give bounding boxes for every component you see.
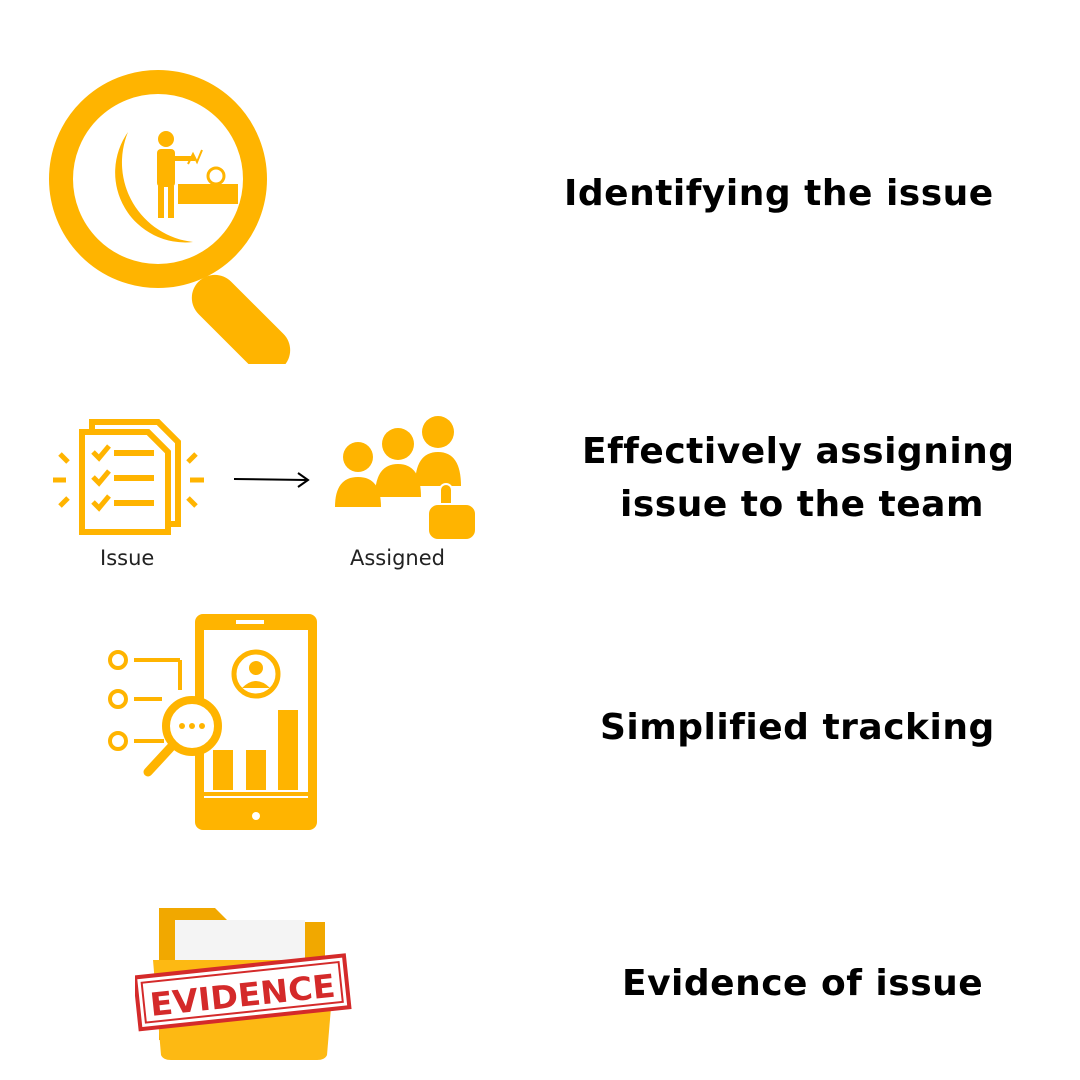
feature-title-evidence: Evidence of issue — [622, 963, 984, 1004]
arrow-right-icon — [232, 470, 312, 490]
evidence-folder-icon: EVIDENCE — [135, 900, 355, 1065]
magnifier-worker-icon — [48, 64, 348, 364]
feature-title-tracking: Simplified tracking — [600, 707, 995, 748]
issue-caption: Issue — [100, 546, 155, 570]
team-assign-icon — [330, 412, 480, 542]
feature-title-identifying: Identifying the issue — [564, 173, 994, 214]
feature-title-assigning-line1: Effectively assigning — [582, 431, 1015, 472]
issue-document-icon — [48, 412, 213, 537]
feature-title-assigning-line2: issue to the team — [620, 484, 984, 525]
assigned-caption: Assigned — [350, 546, 445, 570]
phone-tracking-icon — [100, 610, 325, 835]
